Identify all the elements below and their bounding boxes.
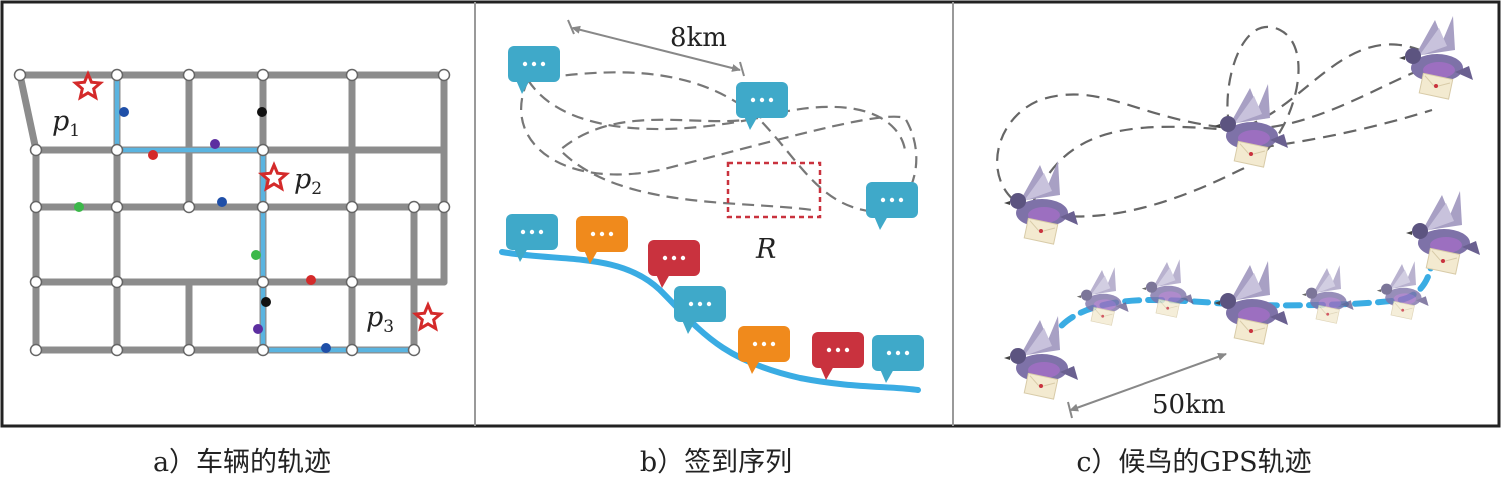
star-p2-icon bbox=[257, 161, 291, 192]
panel-a-road-network: p1 p2 p3 bbox=[13, 68, 451, 357]
caption-a: a）车辆的轨迹 bbox=[152, 447, 332, 478]
star-p3-icon bbox=[411, 301, 445, 332]
panel-b-checkins: 8km R bbox=[499, 19, 924, 393]
poi-stars bbox=[71, 70, 445, 332]
intersection-nodes bbox=[13, 68, 451, 357]
figure-frame bbox=[0, 0, 1501, 428]
caption-b: b）签到序列 bbox=[639, 447, 793, 478]
gps-points bbox=[74, 107, 331, 353]
pigeon-icon bbox=[1405, 190, 1481, 275]
checkin-bubble-icon bbox=[872, 335, 924, 383]
label-p3: p3 bbox=[366, 302, 394, 337]
pigeon-icon bbox=[1003, 315, 1079, 400]
distance-arrow-8km bbox=[571, 25, 741, 72]
checkin-bubble-icon bbox=[812, 332, 864, 380]
distance-arrow-50km bbox=[1069, 352, 1227, 412]
checkin-sequence-curve bbox=[499, 249, 921, 393]
pigeon-icon bbox=[1398, 15, 1474, 100]
pigeon-icon bbox=[1076, 266, 1129, 326]
pigeon-icon bbox=[1301, 264, 1354, 324]
checkin-bubble-icon bbox=[866, 182, 918, 230]
distance-label-8km: 8km bbox=[670, 23, 727, 53]
pigeon-icon bbox=[1141, 258, 1194, 318]
bird-dashed-paths bbox=[996, 25, 1433, 218]
label-p1: p1 bbox=[52, 106, 80, 141]
checkin-dashed-paths bbox=[520, 71, 918, 214]
distance-label-50km: 50km bbox=[1152, 390, 1226, 420]
panel-c-bird-tracks: 50km bbox=[996, 15, 1481, 420]
star-p1-icon bbox=[71, 70, 105, 101]
checkin-bubble-icon bbox=[576, 216, 628, 264]
label-p2: p2 bbox=[294, 164, 322, 199]
checkin-bubble-icon bbox=[648, 240, 700, 288]
pigeon-icon bbox=[1003, 160, 1079, 245]
region-r bbox=[726, 161, 822, 219]
caption-c: c）候鸟的GPS轨迹 bbox=[1076, 447, 1312, 478]
region-label-r: R bbox=[755, 234, 776, 265]
